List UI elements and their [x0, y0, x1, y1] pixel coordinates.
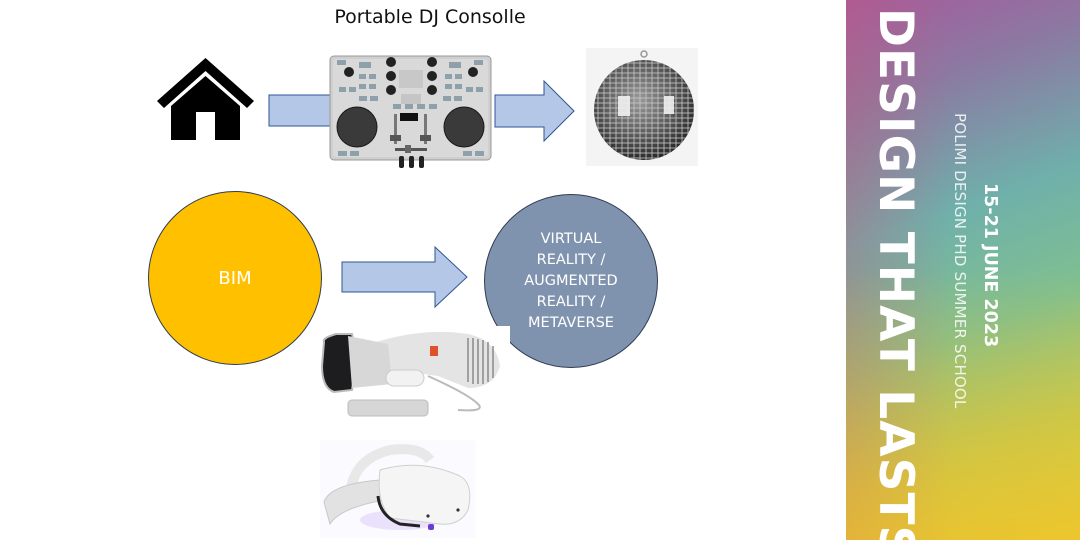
vr-label-line: METAVERSE [528, 314, 614, 331]
bim-label: BIM [218, 267, 252, 289]
event-banner [846, 0, 1080, 540]
bim-circle: BIM [148, 191, 322, 365]
dj-controller-image [329, 52, 492, 168]
vr-label-line: REALITY / [536, 293, 606, 310]
vr-label-line: REALITY / [536, 251, 606, 268]
arrow-right-icon [268, 94, 332, 128]
vr-headset-apple-vision-pro-image [318, 326, 510, 430]
disco-ball-image [586, 48, 698, 166]
vr-ar-metaverse-circle: VIRTUAL REALITY / AUGMENTED REALITY / ME… [484, 194, 658, 368]
vr-label-line: AUGMENTED [524, 272, 618, 289]
banner-date: 15-21 JUNE 2023 [980, 183, 1000, 348]
slide-title: Portable DJ Consolle [334, 6, 526, 28]
vr-headset-meta-quest-image [320, 440, 475, 538]
house-icon [157, 56, 254, 140]
vr-label-line: VIRTUAL [540, 230, 602, 247]
arrow-right-icon [341, 246, 469, 308]
banner-headline: DESIGN THAT LASTS [868, 8, 923, 560]
banner-gradient-overlay [846, 270, 1080, 540]
arrow-right-icon [494, 80, 576, 142]
banner-subtitle: POLIMI DESIGN PHD SUMMER SCHOOL [951, 113, 969, 409]
